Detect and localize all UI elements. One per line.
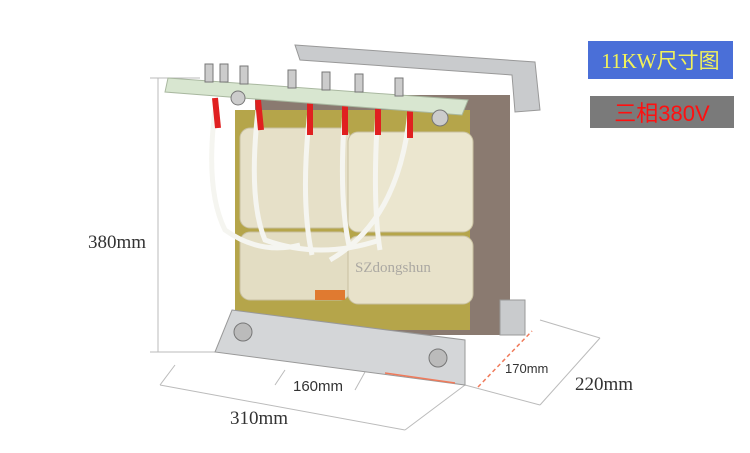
terminal-board <box>164 77 469 116</box>
terminals <box>204 63 404 97</box>
dimension-lines <box>150 77 601 431</box>
coil <box>239 231 351 301</box>
mount-depth-dimension: 170mm <box>505 361 549 376</box>
mount-arrows <box>384 330 533 388</box>
phase-badge: 三相380V <box>590 96 734 128</box>
height-dimension: 380mm <box>88 232 147 253</box>
top-bracket <box>294 44 541 113</box>
coil <box>347 235 474 305</box>
watermark: SZdongshun <box>355 260 431 276</box>
coil <box>347 131 474 233</box>
title-badge: 11KW尺寸图 <box>588 41 733 79</box>
depth-dimension: 220mm <box>575 374 634 395</box>
base-bracket <box>214 309 466 386</box>
mount-length-dimension: 160mm <box>293 378 344 395</box>
length-dimension: 310mm <box>230 408 289 429</box>
